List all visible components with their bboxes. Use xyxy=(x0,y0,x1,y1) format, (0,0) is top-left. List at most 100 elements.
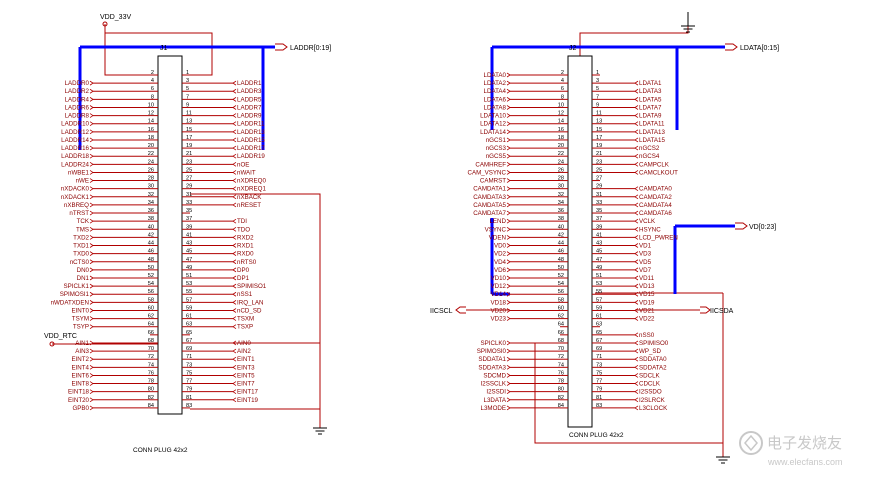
net-arrow-left xyxy=(506,291,511,297)
watermark-brand: 电子发烧友 xyxy=(767,434,842,452)
vddrtc-terminal[interactable] xyxy=(49,341,55,347)
j2-connector-body xyxy=(567,55,593,428)
net-arrow-left xyxy=(89,153,94,159)
pin-number-right: 53 xyxy=(186,281,192,287)
pin-number-left: 60 xyxy=(148,305,154,311)
pin-number-right: 71 xyxy=(596,354,602,360)
pin-number-left: 54 xyxy=(148,281,154,287)
pin-number-right: 17 xyxy=(596,135,602,141)
net-arrow-right xyxy=(232,202,237,208)
net-arrow-left xyxy=(89,308,94,313)
net-label-right: nCD_SD xyxy=(237,307,262,314)
pin-number-right: 45 xyxy=(596,249,602,255)
pin-number-left: 70 xyxy=(558,346,564,352)
net-arrow-left xyxy=(89,364,94,370)
vd-bus-port[interactable] xyxy=(735,222,748,230)
pin-number-right: 77 xyxy=(596,379,602,385)
net-label-right: SPIMISO0 xyxy=(639,340,669,347)
net-label-left: EINT20 xyxy=(68,397,90,404)
net-label-left: LDATA14 xyxy=(480,129,506,136)
net-label-right: LADDR15 xyxy=(237,137,265,144)
net-label-left: LEND xyxy=(489,218,506,225)
pin-number-right: 3 xyxy=(596,78,599,84)
net-label-left: LADDR10 xyxy=(61,121,89,128)
vdd33-terminal[interactable] xyxy=(102,21,108,27)
net-arrow-right xyxy=(232,153,237,159)
pin-number-right: 69 xyxy=(596,346,602,352)
pin-number-right: 67 xyxy=(596,338,602,344)
net-arrow-right xyxy=(232,364,237,370)
net-arrow-left xyxy=(89,226,94,232)
pin-number-left: 42 xyxy=(558,232,564,238)
net-arrow-left xyxy=(89,340,94,346)
net-label-left: nTRST xyxy=(69,210,89,217)
net-label-left: CAMDATA7 xyxy=(473,210,506,217)
net-arrow-right xyxy=(232,113,237,118)
net-label-left: I2SSCLK xyxy=(481,381,507,388)
ldata-bus-label: LDATA[0:15] xyxy=(740,45,779,52)
pin-number-right: 29 xyxy=(596,184,602,190)
net-label-right: IRQ_LAN xyxy=(237,299,263,306)
pin-number-right: 3 xyxy=(186,78,189,84)
pin-number-left: 6 xyxy=(561,86,564,92)
net-arrow-right xyxy=(634,186,639,192)
net-arrow-right xyxy=(634,243,639,248)
net-label-right: nSS0 xyxy=(639,332,655,339)
iicsda-label: IICSDA xyxy=(710,308,734,315)
net-label-right: LADDR3 xyxy=(237,88,262,95)
pin-number-left: 64 xyxy=(558,322,564,328)
pin-number-left: 2 xyxy=(561,70,564,76)
pin-number-right: 73 xyxy=(596,362,602,368)
ldata-bus-port[interactable] xyxy=(725,43,738,51)
net-arrow-left xyxy=(89,88,94,94)
net-label-left: VD0 xyxy=(494,243,507,250)
net-arrow-right xyxy=(634,389,639,395)
net-label-left: AIN3 xyxy=(75,348,89,355)
net-arrow-right xyxy=(232,186,237,192)
pin-number-right: 43 xyxy=(596,241,602,247)
pin-number-left: 4 xyxy=(561,78,564,84)
net-label-left: LDATA4 xyxy=(484,88,507,95)
net-arrow-left xyxy=(506,145,511,151)
net-arrow-right xyxy=(232,267,237,273)
iicsda-port[interactable] xyxy=(700,306,711,314)
net-label-left: VD20 xyxy=(491,307,507,314)
net-arrow-left xyxy=(506,259,511,265)
net-label-right: RXD2 xyxy=(237,234,254,241)
net-arrow-right xyxy=(232,348,237,354)
j2-part-label: CONN PLUG 42x2 xyxy=(569,432,624,439)
laddr-bus-port[interactable] xyxy=(275,43,288,51)
pin-number-right: 39 xyxy=(596,224,602,230)
pin-number-right: 1 xyxy=(596,70,599,76)
pin-number-left: 52 xyxy=(148,273,154,279)
net-label-left: CAMDATA5 xyxy=(473,202,506,209)
net-arrow-right xyxy=(634,105,639,110)
net-label-left: CAMHREF xyxy=(475,161,506,168)
iicscl-port[interactable] xyxy=(455,306,466,314)
vd-bus-label: VD[0:23] xyxy=(749,224,776,231)
net-arrow-right xyxy=(232,243,237,248)
j2-top-ground-wire xyxy=(579,26,689,56)
net-arrow-right xyxy=(634,300,639,305)
pin-number-left: 10 xyxy=(558,102,564,108)
pin-number-right: 19 xyxy=(186,143,192,149)
pin-number-left: 18 xyxy=(558,135,564,141)
pin-number-left: 84 xyxy=(558,403,564,409)
pin-number-left: 60 xyxy=(558,305,564,311)
pin-number-left: 56 xyxy=(148,289,154,295)
net-label-right: CAMPCLK xyxy=(639,161,670,168)
net-label-right: VD1 xyxy=(639,243,652,250)
